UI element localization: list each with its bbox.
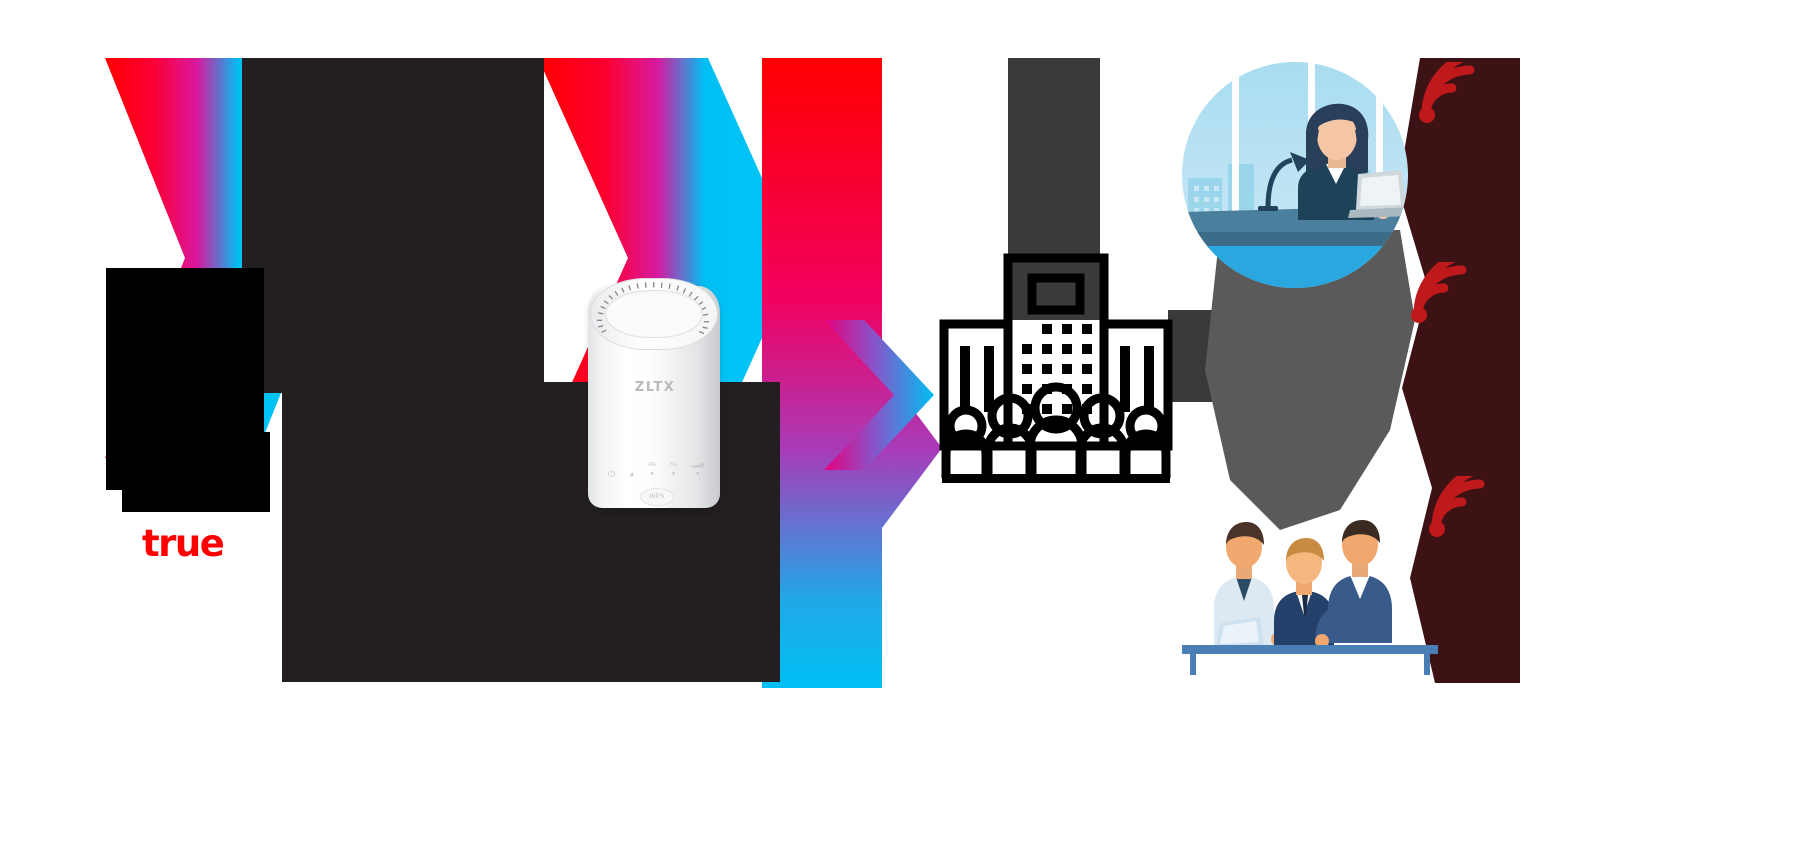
wps-button[interactable]: WPS bbox=[640, 488, 674, 506]
5g-led: 5G ● bbox=[669, 462, 678, 477]
desk bbox=[1182, 645, 1438, 675]
business-team-at-desk-illustration bbox=[1182, 520, 1438, 675]
router-brand-text: ZLTX bbox=[634, 380, 676, 395]
person-right bbox=[1315, 520, 1392, 648]
chevron-right-magenta-cyan bbox=[762, 58, 942, 688]
wifi-signal-middle-icon bbox=[1411, 262, 1467, 323]
router-top-cap bbox=[590, 278, 718, 350]
true-brand-logo: true bbox=[142, 522, 225, 565]
wifi-led: ◕ bbox=[628, 469, 635, 479]
redacted-body-lower bbox=[122, 432, 270, 512]
zltx-5g-router-device: ZLTX ⏻ ◕ 4G ● 5G ● ▂▃▅ ● WPS bbox=[560, 268, 760, 536]
redacted-headline-left bbox=[242, 58, 544, 393]
4g-led: 4G ● bbox=[648, 462, 656, 477]
chevron-arrow-to-building bbox=[824, 320, 934, 470]
router-top-inner-panel bbox=[605, 290, 703, 338]
laptop bbox=[1216, 617, 1264, 647]
enterprise-building-with-people-icon bbox=[939, 253, 1173, 483]
router-led-indicator-row: ⏻ ◕ 4G ● 5G ● ▂▃▅ ● bbox=[608, 462, 704, 479]
wifi-signal-top-icon bbox=[1419, 62, 1475, 123]
power-led: ⏻ bbox=[608, 469, 616, 479]
redacted-silhouette-shape bbox=[1205, 230, 1415, 530]
woman-working-at-desk-circle-illustration bbox=[1182, 62, 1408, 288]
dark-red-band-right bbox=[1398, 58, 1520, 683]
signal-strength-led: ▂▃▅ ● bbox=[691, 462, 704, 477]
wifi-signal-bottom-icon bbox=[1429, 476, 1485, 537]
